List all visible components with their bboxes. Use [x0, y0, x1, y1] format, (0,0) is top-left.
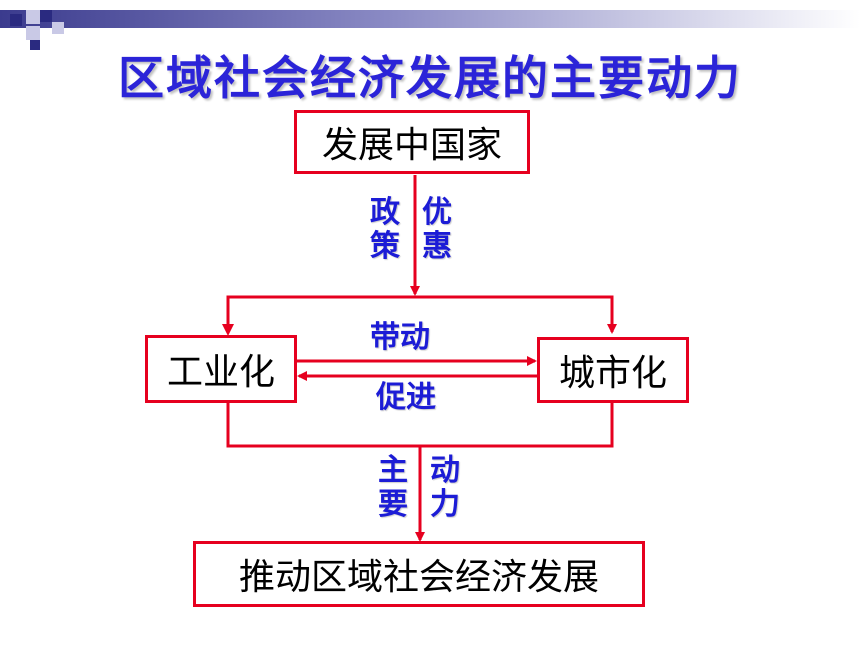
label-main-column-1: 主要: [378, 453, 408, 522]
box-promote-regional-development: 推动区域社会经济发展: [193, 541, 645, 607]
deco-square: [40, 10, 52, 22]
label-policy-column-1: 政策: [370, 195, 400, 264]
box-industrialization: 工业化: [145, 335, 297, 403]
arrow-head-left-box: [222, 324, 234, 336]
label-main-column-2: 动力: [430, 453, 460, 522]
deco-square: [52, 22, 64, 34]
split-connector: [226, 295, 617, 334]
box-promote-regional-development-label: 推动区域社会经济发展: [238, 557, 599, 598]
label-policy-column-2: 优惠: [422, 195, 452, 264]
deco-square: [26, 26, 40, 40]
deco-square: [30, 40, 40, 50]
page-title: 区域社会经济发展的主要动力: [118, 51, 742, 105]
deco-square: [10, 14, 22, 26]
label-promote: 促进: [376, 380, 436, 415]
label-drive: 带动: [370, 320, 430, 355]
deco-square: [26, 10, 40, 24]
header-decoration-bar: [0, 10, 860, 28]
box-developing-countries: 发展中国家: [294, 110, 530, 174]
box-developing-countries-label: 发展中国家: [321, 125, 502, 166]
box-urbanization-label: 城市化: [558, 353, 667, 394]
box-industrialization-label: 工业化: [166, 352, 275, 393]
box-urbanization: 城市化: [537, 337, 689, 403]
